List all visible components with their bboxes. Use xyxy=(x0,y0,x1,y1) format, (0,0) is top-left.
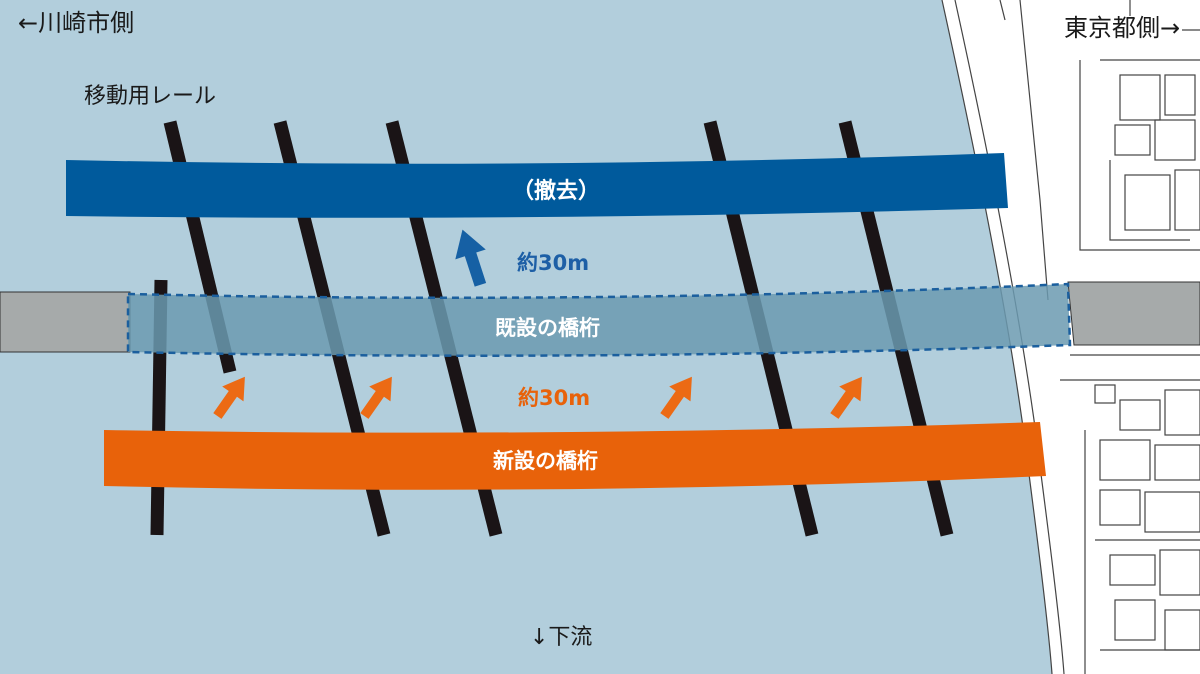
kawasaki-side-label: ←川崎市側 xyxy=(18,9,135,37)
removal-label: （撤去） xyxy=(512,179,601,204)
road-left xyxy=(0,291,131,353)
arrow-up-right-icon xyxy=(213,376,245,419)
arrow-up-right-icon xyxy=(360,376,392,419)
existing-girder-label: 既設の橋桁 xyxy=(495,316,600,340)
arrow-up-right-icon xyxy=(660,376,692,419)
existing-girder xyxy=(126,282,1072,357)
new-girder xyxy=(104,422,1046,490)
tokyo-side-label: 東京都側→ xyxy=(1062,14,1183,42)
road-right xyxy=(1067,281,1200,346)
arrow-up-icon xyxy=(455,229,487,287)
downstream-label: ↓下流 xyxy=(530,625,593,650)
distance-upper-label: 約30m xyxy=(517,251,590,275)
removed-girder xyxy=(66,153,1008,218)
distance-lower-label: 約30m xyxy=(518,386,591,410)
arrow-up-right-icon xyxy=(830,376,862,419)
new-girder-label: 新設の橋桁 xyxy=(493,449,598,473)
rail-label: 移動用レール xyxy=(84,84,217,109)
